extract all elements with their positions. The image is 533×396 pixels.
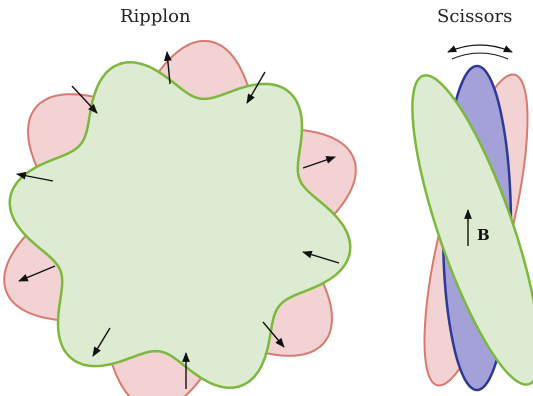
rotation-arrow-outer <box>447 44 513 53</box>
rotation-arrow-inner <box>451 52 509 60</box>
field-label: B <box>477 226 490 244</box>
scissors-title: Scissors <box>437 6 513 27</box>
ripplon-arrows <box>16 51 340 389</box>
ripplon-arrow <box>16 171 54 182</box>
ripplon-arrow <box>262 321 285 348</box>
ripplon-deformed-shape <box>8 61 352 389</box>
ripplon-arrow <box>163 51 172 85</box>
ripplon-arrow <box>92 327 111 357</box>
scissors-diagram: B <box>411 44 533 392</box>
ripplon-arrow <box>18 265 56 282</box>
ripplon-arrow <box>302 156 336 169</box>
ripplon-arrow <box>246 71 266 104</box>
ripplon-title: Ripplon <box>120 6 191 27</box>
ripplon-arrow <box>71 85 98 114</box>
ripplon-diagram <box>3 40 357 396</box>
scissors-green-ellipse <box>411 74 533 386</box>
ripplon-arrow <box>302 250 340 264</box>
